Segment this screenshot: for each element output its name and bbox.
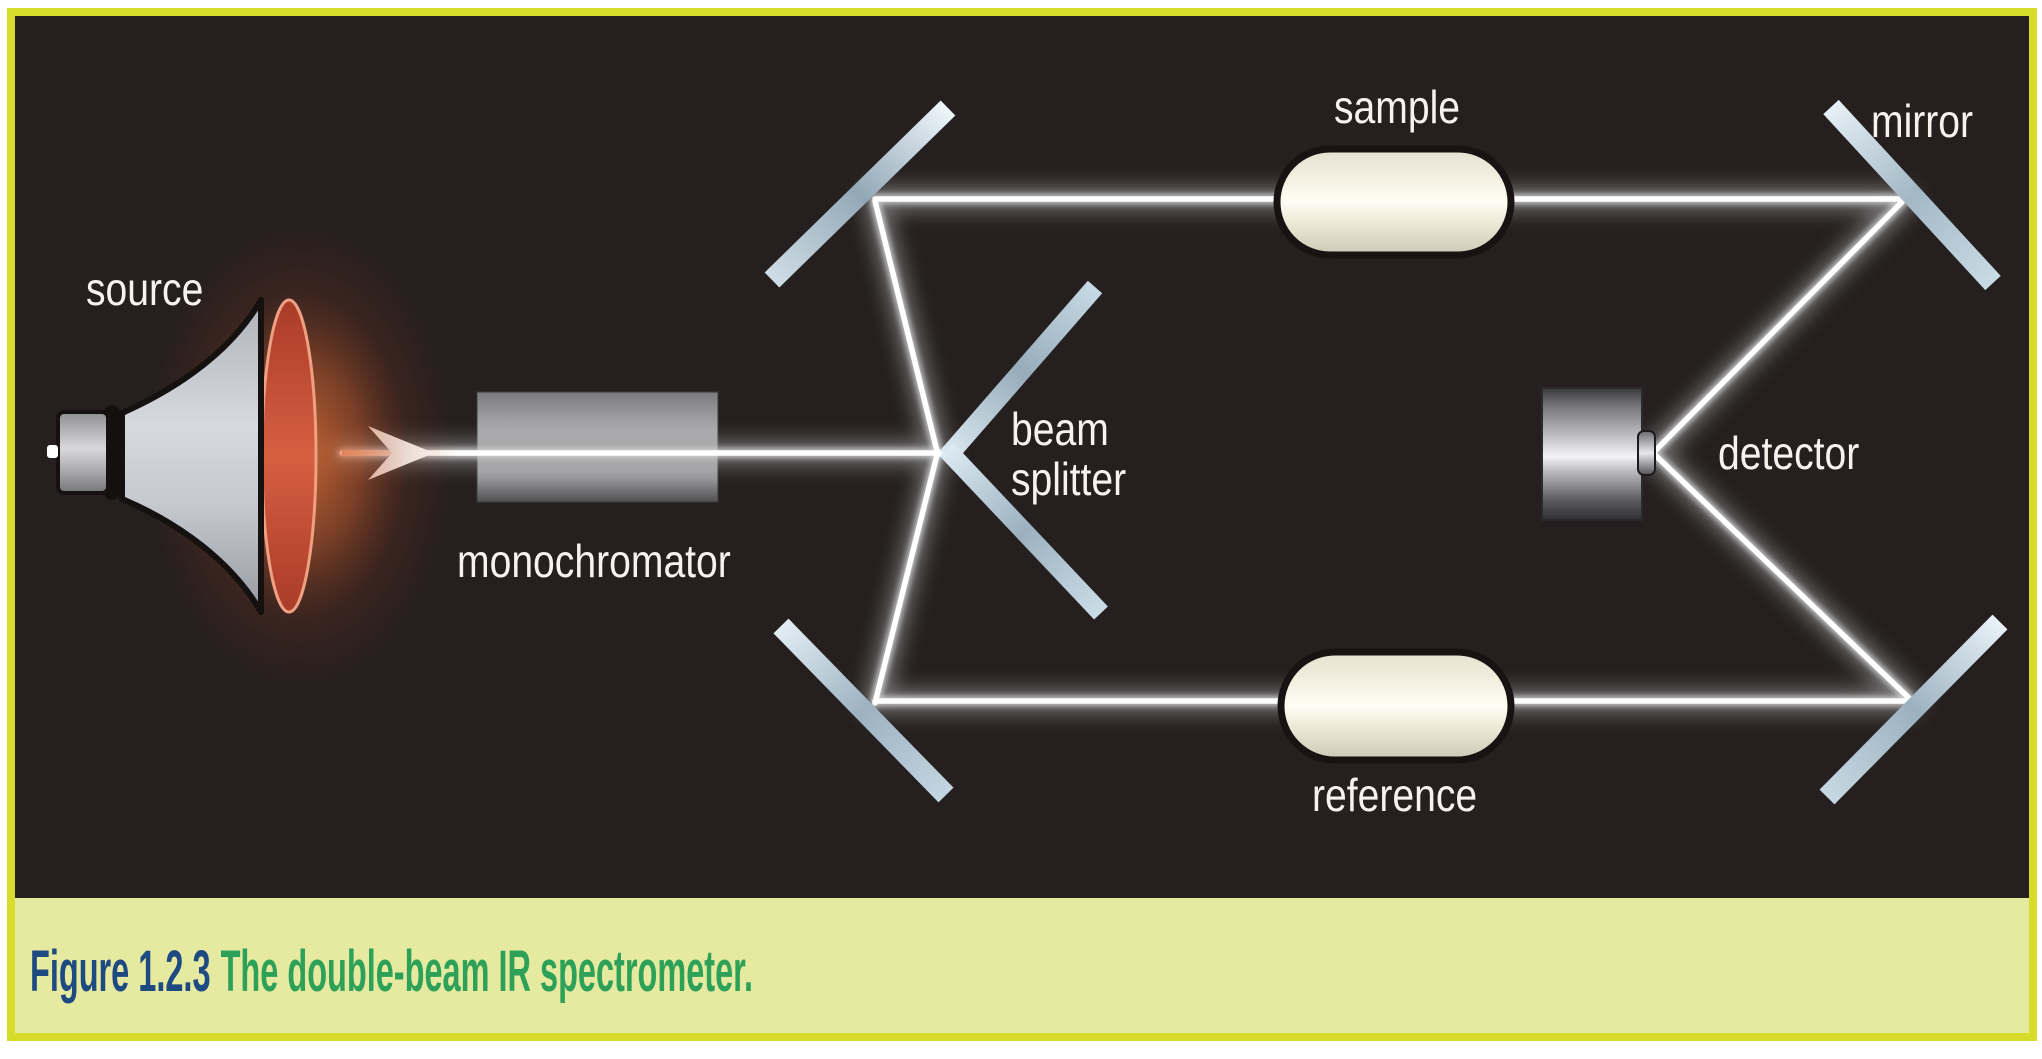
label-beam-splitter: beam splitter [1011, 404, 1126, 504]
label-monochromator: monochromator [457, 535, 731, 587]
label-reference: reference [1312, 769, 1478, 821]
label-mirror: mirror [1871, 95, 1974, 147]
caption-title: The double-beam IR spectrometer. [220, 939, 754, 1004]
label-source: source [86, 263, 204, 315]
label-sample: sample [1334, 81, 1461, 133]
caption-figure-number: Figure 1.2.3 [30, 939, 211, 1004]
caption-bar [15, 898, 2029, 1033]
label-detector: detector [1718, 427, 1860, 479]
label-beam-splitter-line2: splitter [1011, 453, 1127, 505]
label-beam-splitter-line1: beam [1011, 403, 1109, 455]
